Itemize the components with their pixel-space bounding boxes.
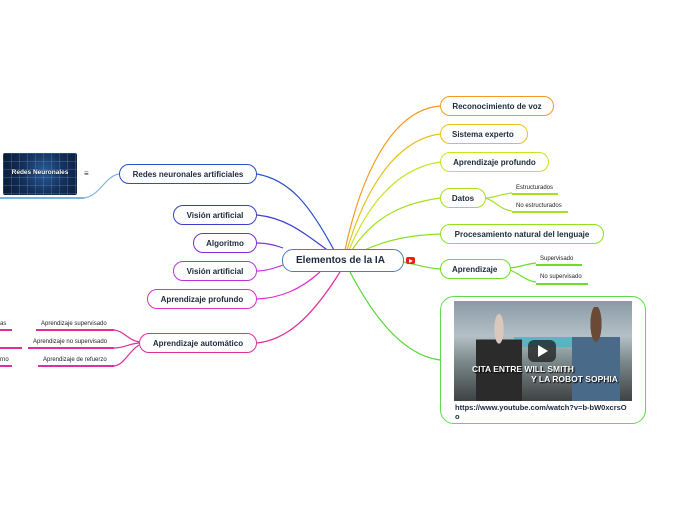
node-label: Redes neuronales artificiales <box>132 169 244 179</box>
leaf-underline <box>512 211 568 213</box>
leaf-estructurados[interactable]: Estructurados <box>516 185 554 191</box>
leaf-cut-1[interactable]: as <box>0 321 7 327</box>
node-aprendizaje[interactable]: Aprendizaje <box>440 259 511 279</box>
node-sistema-experto[interactable]: Sistema experto <box>440 124 528 144</box>
menu-icon[interactable]: ≡ <box>84 169 89 178</box>
root-node[interactable]: Elementos de la IA <box>282 249 404 272</box>
node-reconocimiento-voz[interactable]: Reconocimiento de voz <box>440 96 554 116</box>
root-label: Elementos de la IA <box>296 255 385 266</box>
leaf-cut-2[interactable]: rno <box>0 357 9 363</box>
node-datos[interactable]: Datos <box>440 188 486 208</box>
node-vision-artificial-1[interactable]: Visión artificial <box>173 205 257 225</box>
image-grid <box>3 153 77 195</box>
node-label: Visión artificial <box>186 266 244 276</box>
leaf-aprendizaje-refuerzo[interactable]: Aprendizaje de refuerzo <box>43 357 107 363</box>
leaf-aprendizaje-supervisado[interactable]: Aprendizaje supervisado <box>41 321 107 327</box>
leaf-underline <box>512 193 558 195</box>
node-label: Datos <box>451 193 475 203</box>
leaf-underline <box>536 283 588 285</box>
person-figure <box>572 307 620 401</box>
node-vision-artificial-2[interactable]: Visión artificial <box>173 261 257 281</box>
leaf-underline <box>0 329 12 331</box>
node-label: Reconocimiento de voz <box>452 101 542 111</box>
leaf-underline <box>0 347 22 349</box>
leaf-no-estructurados[interactable]: No estructurados <box>516 203 562 209</box>
leaf-no-supervisado[interactable]: No supervisado <box>540 274 582 280</box>
leaf-underline <box>36 329 114 331</box>
leaf-underline <box>0 365 12 367</box>
play-icon[interactable] <box>528 340 556 362</box>
node-aprendizaje-automatico[interactable]: Aprendizaje automático <box>139 333 257 353</box>
leaf-underline <box>28 347 114 349</box>
leaf-underline <box>38 365 114 367</box>
youtube-icon[interactable] <box>406 257 415 264</box>
leaf-supervisado[interactable]: Supervisado <box>540 256 574 262</box>
node-label: Aprendizaje <box>452 264 498 274</box>
neural-network-image[interactable]: Redes Neuronales <box>3 153 77 195</box>
node-aprendizaje-profundo-left[interactable]: Aprendizaje profundo <box>147 289 257 309</box>
node-label: Sistema experto <box>452 129 514 139</box>
video-url-link[interactable]: https://www.youtube.com/watch?v=b-bW0xcr… <box>455 403 627 421</box>
node-label: Aprendizaje automático <box>152 338 244 348</box>
node-procesamiento-lenguaje[interactable]: Procesamiento natural del lenguaje <box>440 224 604 244</box>
robot-figure <box>476 313 522 401</box>
image-title: Redes Neuronales <box>11 169 69 176</box>
node-label: Visión artificial <box>186 210 244 220</box>
leaf-underline <box>536 264 582 266</box>
node-aprendizaje-profundo-right[interactable]: Aprendizaje profundo <box>440 152 549 172</box>
node-label: Aprendizaje profundo <box>453 157 536 167</box>
image-underline <box>0 197 84 199</box>
node-label: Algoritmo <box>206 238 244 248</box>
node-label: Procesamiento natural del lenguaje <box>454 229 590 239</box>
video-caption-line1: CITA ENTRE WILL SMITH <box>472 364 574 374</box>
node-algoritmo[interactable]: Algoritmo <box>193 233 257 253</box>
video-caption-line2: Y LA ROBOT SOPHIA <box>531 374 618 384</box>
leaf-aprendizaje-no-supervisado[interactable]: Aprendizaje no supervisado <box>33 339 108 345</box>
node-redes-neuronales[interactable]: Redes neuronales artificiales <box>119 164 257 184</box>
node-label: Aprendizaje profundo <box>160 294 244 304</box>
